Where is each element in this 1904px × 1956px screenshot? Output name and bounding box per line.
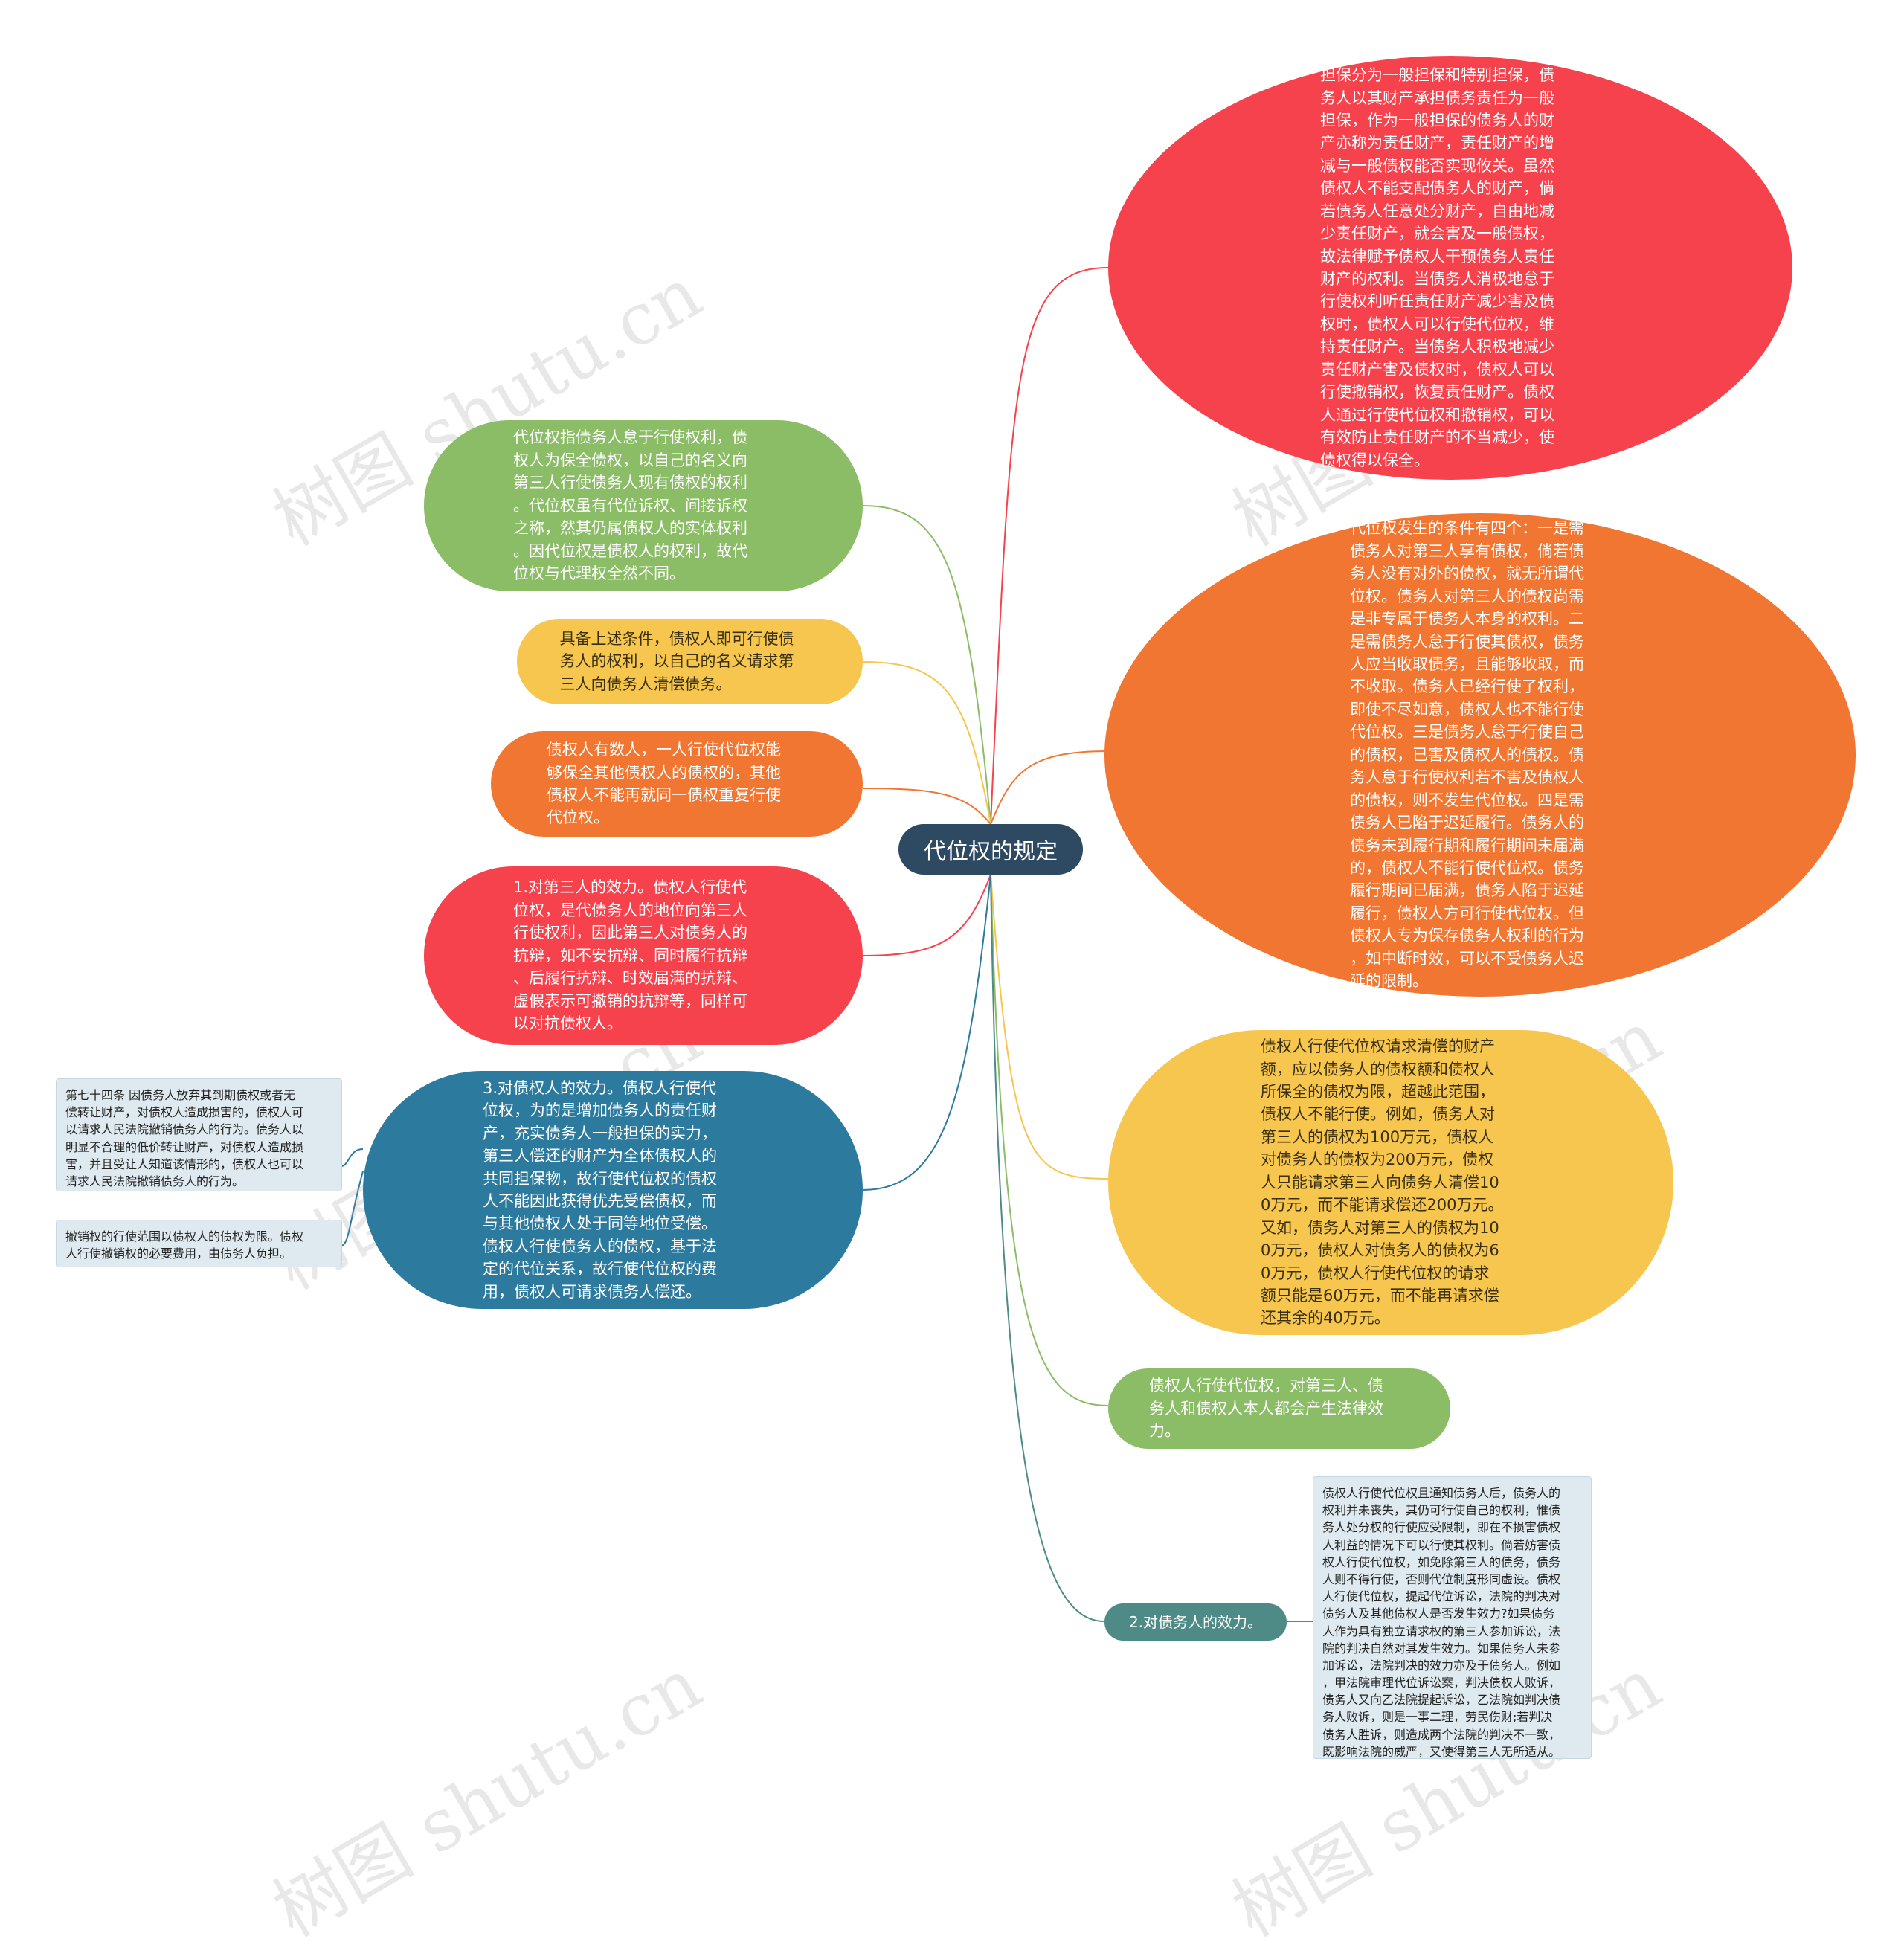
- topic-text: 代位权发生的条件有四个：一是需 债务人对第三人享有债权，倘若债 务人没有对外的债…: [1350, 519, 1584, 991]
- topic-exercise[interactable]: 具备上述条件，债权人即可行使债 务人的权利，以自己的名义请求第 三人向债务人清偿…: [517, 619, 863, 704]
- topic-effect-creditor[interactable]: 3.对债权人的效力。债权人行使代 位权，为的是增加债务人的责任财 产，充实债务人…: [363, 1071, 863, 1309]
- link-left-3: [862, 788, 991, 825]
- topic-effect-debtor[interactable]: 2.对债务人的效力。: [1104, 1603, 1287, 1641]
- note-text: 债权人行使代位权且通知债务人后，债务人的 权利并未丧失，其仍可行使自己的权利，惟…: [1322, 1486, 1561, 1759]
- topic-text: 具备上述条件，债权人即可行使债 务人的权利，以自己的名义请求第 三人向债务人清偿…: [559, 629, 794, 693]
- link-left-4: [862, 874, 991, 956]
- link-left-1: [862, 505, 991, 825]
- topic-text: 2.对债务人的效力。: [1128, 1612, 1263, 1631]
- note-text: 撤销权的行使范围以债权人的债权为限。债权 人行使撤销权的必要费用，由债务人负担。: [65, 1229, 304, 1261]
- note-effect-debtor[interactable]: 债权人行使代位权且通知债务人后，债务人的 权利并未丧失，其仍可行使自己的权利，惟…: [1313, 1476, 1592, 1759]
- topic-text: 债权人行使代位权请求清偿的财产 额，应以债务人的债权额和债权人 所保全的债权为限…: [1261, 1037, 1504, 1328]
- topic-conditions[interactable]: 代位权发生的条件有四个：一是需 债务人对第三人享有债权，倘若债 务人没有对外的债…: [1104, 513, 1856, 997]
- note-article-74[interactable]: 第七十四条 因债务人放弃其到期债权或者无 偿转让财产，对债权人造成损害的，债权人…: [56, 1078, 342, 1191]
- topic-effect-third-party[interactable]: 1.对第三人的效力。债权人行使代 位权，是代债务人的地位向第三人 行使权利，因此…: [424, 866, 863, 1045]
- link-left-2: [862, 661, 991, 825]
- topic-text: 1.对第三人的效力。债权人行使代 位权，是代债务人的地位向第三人 行使权利，因此…: [513, 878, 747, 1033]
- topic-text: 债权人有数人，一人行使代位权能 够保全其他债权人的债权的，其他 债权人不能再就同…: [547, 741, 781, 827]
- link-left-note-2: [341, 1171, 364, 1246]
- root-topic[interactable]: 代位权的规定: [898, 824, 1083, 875]
- link-right-1: [990, 267, 1109, 825]
- link-right-5: [990, 874, 1105, 1622]
- topic-text: 担保分为一般担保和特别担保，债 务人以其财产承担债务责任为一般 担保，作为一般担…: [1320, 66, 1554, 469]
- topic-text: 债权人行使代位权，对第三人、债 务人和债权人本人都会产生法律效 力。: [1149, 1377, 1383, 1441]
- topic-legal-effect[interactable]: 债权人行使代位权，对第三人、债 务人和债权人本人都会产生法律效 力。: [1108, 1368, 1450, 1449]
- note-text: 第七十四条 因债务人放弃其到期债权或者无 偿转让财产，对债权人造成损害的，债权人…: [65, 1088, 304, 1188]
- link-right-3: [990, 874, 1109, 1180]
- root-topic-label: 代位权的规定: [924, 839, 1058, 865]
- topic-text: 3.对债权人的效力。债权人行使代 位权，为的是增加债务人的责任财 产，充实债务人…: [483, 1078, 717, 1301]
- topic-claim-amount[interactable]: 债权人行使代位权请求清偿的财产 额，应以债务人的债权额和债权人 所保全的债权为限…: [1108, 1030, 1673, 1335]
- note-revocation-scope[interactable]: 撤销权的行使范围以债权人的债权为限。债权 人行使撤销权的必要费用，由债务人负担。: [56, 1220, 342, 1267]
- topic-guarantee[interactable]: 担保分为一般担保和特别担保，债 务人以其财产承担债务责任为一般 担保，作为一般担…: [1108, 56, 1792, 480]
- link-left-note-1: [341, 1148, 364, 1167]
- connector-lines: [341, 267, 1313, 1622]
- topic-definition[interactable]: 代位权指债务人怠于行使权利，债 权人为保全债权，以自己的名义向 第三人行使债务人…: [424, 420, 863, 591]
- topic-multiple-creditors[interactable]: 债权人有数人，一人行使代位权能 够保全其他债权人的债权的，其他 债权人不能再就同…: [491, 731, 863, 837]
- link-right-4: [990, 874, 1109, 1406]
- link-left-5: [862, 874, 991, 1191]
- link-right-2: [990, 750, 1109, 825]
- topic-text: 代位权指债务人怠于行使权利，债 权人为保全债权，以自己的名义向 第三人行使债务人…: [513, 428, 747, 583]
